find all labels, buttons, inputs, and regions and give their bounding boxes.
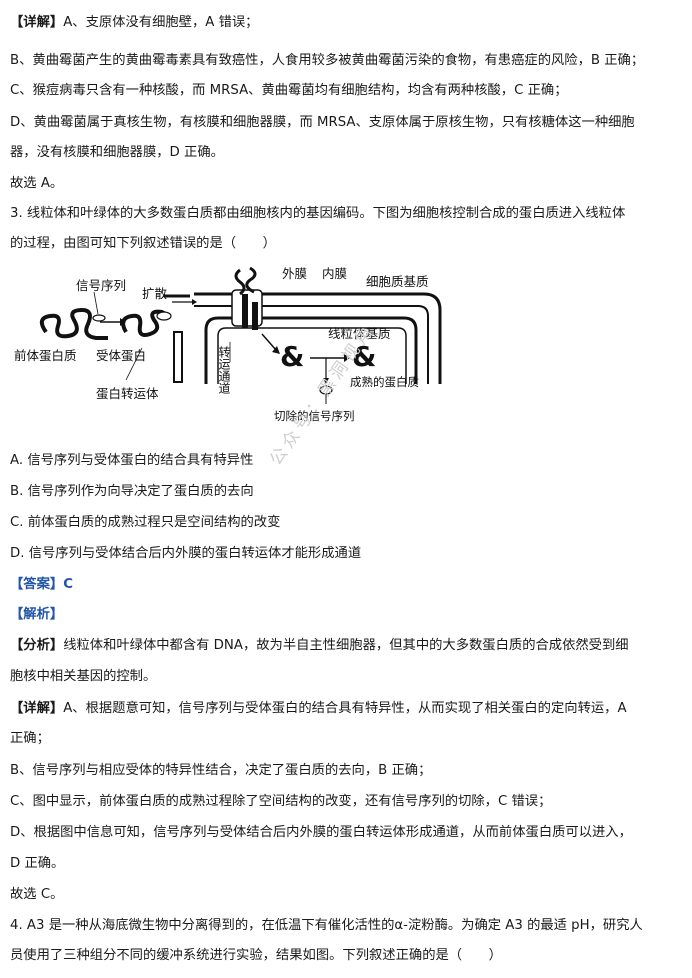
q2-detail-c: C、猴痘病毒只含有一种核酸，而 MRSA、黄曲霉菌均有细胞结构，均含有两种核酸，… [10, 83, 568, 98]
cut-arrow-head [323, 378, 329, 384]
protein-unfolded-shape: & [280, 340, 304, 373]
label-mito-matrix: 线粒体基质 [328, 326, 391, 341]
signal-label-line [93, 291, 99, 315]
detail-c: C、图中显示，前体蛋白质的成熟过程除了空间结构的改变，还有信号序列的切除，C 错… [10, 794, 552, 809]
inner-membrane-inner-line [217, 327, 407, 384]
arrow-2 [261, 333, 277, 351]
q3-stem-line-2: 的过程，由图可知下列叙述错误的是（ ） [10, 236, 276, 251]
diffuse-arrow-head [192, 299, 197, 305]
arrow-2-head [272, 346, 280, 354]
q2-detail-b: B、黄曲霉菌产生的黄曲霉毒素具有致癌性，人食用较多被黄曲霉菌污染的食物，有患癌症… [10, 53, 645, 68]
label-precursor: 前体蛋白质 [14, 348, 77, 363]
q4-stem-line-2: 员使用了三种组分不同的缓冲系统进行实验，结果如图。下列叙述正确的是（ ） [10, 948, 502, 963]
channel-bar-2 [252, 302, 258, 330]
detail-tag: 【详解】 [10, 15, 64, 30]
detail-b: B、信号序列与相应受体的特异性结合，决定了蛋白质的去向，B 正确； [10, 763, 432, 778]
answer-value: C [63, 577, 73, 592]
label-outer-membrane: 外膜 [282, 266, 307, 281]
arrow-3-head [344, 354, 350, 362]
label-cytoplasm-matrix: 细胞质基质 [366, 274, 429, 289]
q4-stem-line-1: 4. A3 是一种从海底微生物中分离得到的，在低温下有催化活性的α-淀粉酶。为确… [10, 918, 643, 933]
analysis-tag: 【解析】 [10, 606, 63, 624]
option-b: B. 信号序列作为向导决定了蛋白质的去向 [10, 484, 254, 499]
fenxi-line-1: 【分析】线粒体和叶绿体中都含有 DNA，故为半自主性细胞器，但其中的大多数蛋白质… [10, 637, 629, 655]
answer-tag: 【答案】 [10, 577, 64, 592]
label-signal-sequence: 信号序列 [76, 278, 126, 293]
answer-line: 【答案】C [10, 576, 73, 594]
protein-loop-top-2 [245, 266, 257, 294]
label-channel: 转运通道 [217, 345, 231, 394]
detail-tag-q3: 【详解】 [10, 701, 64, 716]
q2-conclusion: 故选 A。 [10, 176, 64, 191]
label-inner-membrane: 内膜 [322, 266, 347, 281]
detail-line-1: 【详解】A、根据题意可知，信号序列与受体蛋白的结合具有特异性，从而实现了相关蛋白… [10, 700, 627, 718]
fenxi-text-1: 线粒体和叶绿体中都含有 DNA，故为半自主性细胞器，但其中的大多数蛋白质的合成依… [63, 638, 629, 653]
channel-bar-1 [242, 294, 248, 328]
label-cut-signal: 切除的信号序列 [274, 409, 355, 423]
signal-sequence-mark [92, 314, 106, 322]
option-a: A. 信号序列与受体蛋白的结合具有特异性 [10, 453, 254, 468]
q3-stem-line-1: 3. 线粒体和叶绿体的大多数蛋白质都由细胞核内的基因编码。下图为细胞核控制合成的… [10, 206, 626, 221]
q2-detail-a: A、支原体没有细胞壁，A 错误； [63, 15, 259, 30]
option-d: D. 信号序列与受体结合后内外膜的蛋白转运体才能形成通道 [10, 546, 362, 561]
transporter-label-line [125, 347, 143, 381]
mature-protein-shape: & [352, 340, 376, 373]
protein-loop-top [234, 268, 246, 296]
label-channel-vertical: 转运通道 [217, 345, 231, 394]
q2-detail-line-1: 【详解】A、支原体没有细胞壁，A 错误； [10, 14, 258, 32]
q2-detail-d-cont: 器，没有核膜和细胞器膜，D 正确。 [10, 145, 224, 160]
detail-d-cont: D 正确。 [10, 856, 65, 871]
q2-detail-d: D、黄曲霉菌属于真核生物，有核膜和细胞器膜，而 MRSA、支原体属于原核生物，只… [10, 115, 635, 130]
label-diffuse: 扩散 [142, 286, 168, 301]
receptor-bound-protein [121, 309, 171, 337]
detail-a: A、根据题意可知，信号序列与受体蛋白的结合具有特异性，从而实现了相关蛋白的定向转… [63, 701, 627, 716]
fenxi-line-2: 胞核中相关基因的控制。 [10, 669, 157, 684]
label-mature-protein: 成熟的蛋白质 [350, 375, 419, 389]
detail-d: D、根据图中信息可知，信号序列与受体结合后内外膜的蛋白转运体形成通道，从而前体蛋… [10, 825, 632, 840]
option-c: C. 前体蛋白质的成熟过程只是空间结构的改变 [10, 515, 281, 530]
q3-conclusion: 故选 C。 [10, 887, 64, 902]
outer-membrane-top [194, 292, 442, 384]
receptor-mark [156, 311, 172, 321]
label-receptor: 受体蛋白 [96, 348, 146, 363]
mitochondria-protein-import-diagram: & & 信号序列 扩散 前体蛋白质 受体蛋白 蛋白转运体 外膜 内膜 细胞质基质… [14, 266, 442, 423]
transporter-left-post [173, 331, 183, 383]
inner-membrane [204, 316, 418, 384]
label-transporter: 蛋白转运体 [96, 386, 159, 401]
analysis-label: 【解析】 [10, 607, 64, 622]
outer-membrane-inner-line [194, 305, 429, 384]
precursor-protein-shape [39, 307, 108, 340]
fenxi-tag: 【分析】 [10, 638, 64, 653]
detail-a-cont: 正确； [10, 731, 50, 746]
